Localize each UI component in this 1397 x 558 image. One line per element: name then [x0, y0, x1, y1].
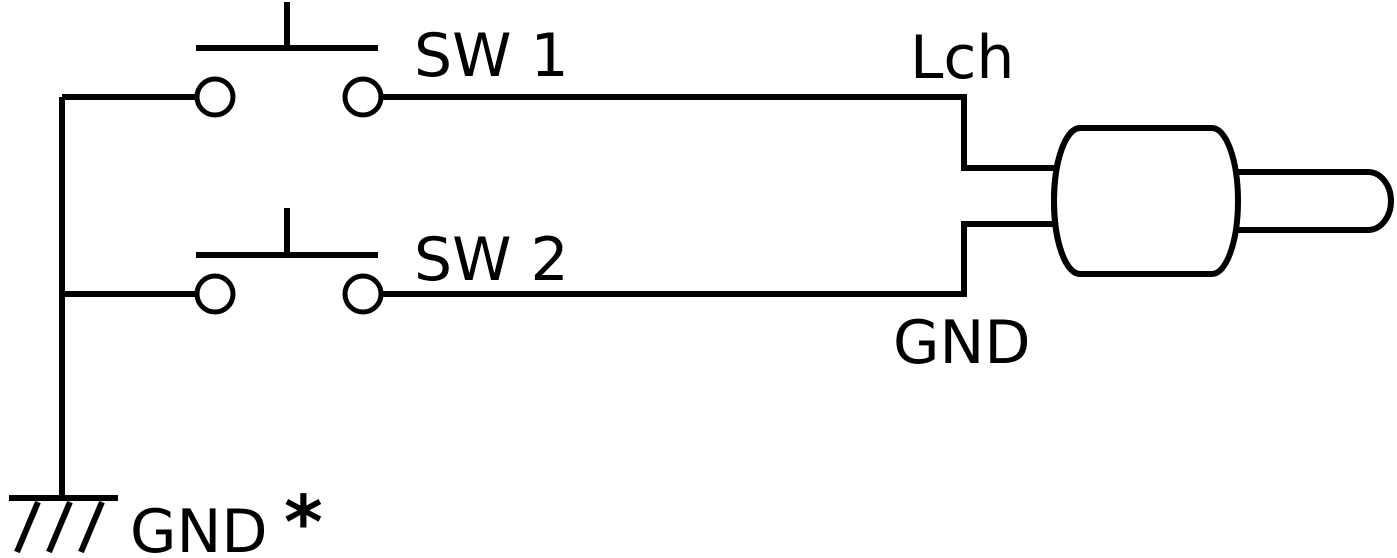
plug-rim-arc	[1051, 125, 1081, 277]
sw2-left-contact	[194, 273, 236, 315]
ground-hatch-2	[46, 500, 73, 554]
ground-label: GND	[130, 497, 268, 558]
jack-plug-icon	[1051, 125, 1394, 277]
gnd-plug-wire	[961, 221, 1057, 294]
switch-1: SW 1	[62, 2, 967, 118]
lch-plug-wire	[961, 97, 1057, 171]
sw2-label: SW 2	[414, 225, 569, 295]
sw1-right-contact	[342, 76, 384, 118]
ground-hatch-1	[14, 500, 41, 554]
gnd-plug-label: GND	[893, 308, 1031, 378]
ground-hatch-3	[78, 500, 105, 554]
ground-symbol-icon	[9, 495, 118, 554]
sw1-left-contact	[194, 76, 236, 118]
lch-label: Lch	[910, 23, 1014, 93]
plug-pin	[1238, 169, 1394, 233]
plug-body	[1051, 125, 1241, 277]
sw2-right-contact	[342, 273, 384, 315]
switch-2: SW 2	[62, 208, 967, 315]
ground-asterisk: *	[284, 480, 323, 558]
sw1-label: SW 1	[414, 21, 569, 91]
